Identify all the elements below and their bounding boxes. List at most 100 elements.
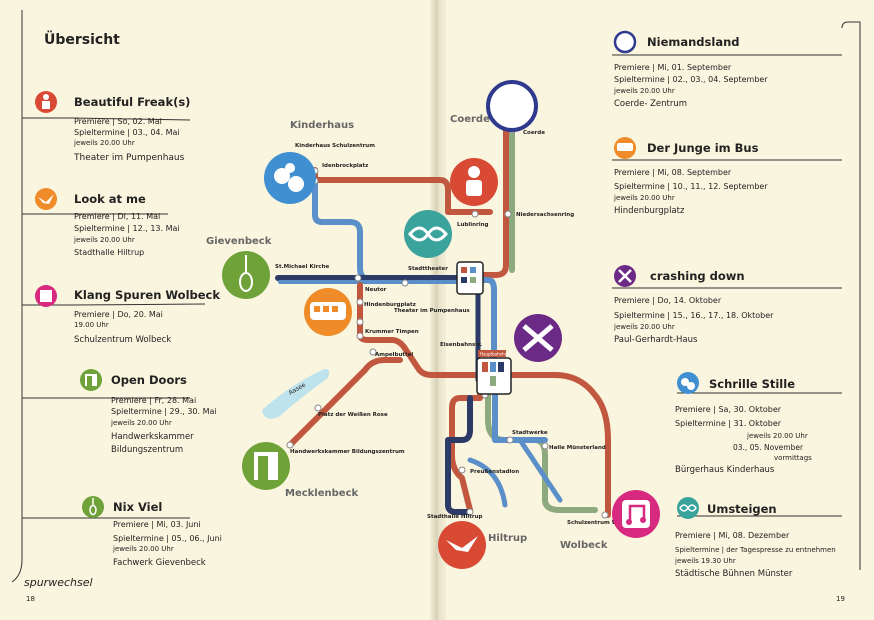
hands-icon <box>677 372 699 394</box>
event-title: crashing down <box>650 269 745 283</box>
hands-icon <box>264 152 316 204</box>
stop-ampelbuttel: Ampelbuttel <box>375 352 413 358</box>
event-venue: Paul-Gerhardt-Haus <box>614 335 698 345</box>
map-icons <box>222 80 660 569</box>
event-line: vormittags <box>774 454 812 462</box>
hauptbahnhof-label: Hauptbahnhof <box>480 352 509 357</box>
page-number-right: 19 <box>836 595 845 603</box>
event-beautiful-freaks: Beautiful Freak(s) Premiere | So, 02. Ma… <box>73 95 190 163</box>
event-line: Premiere | Mi, 08. September <box>614 168 732 177</box>
stop-labels: Kinderhaus Schulzentrum Idenbrockplatz C… <box>275 130 638 526</box>
event-title: Nix Viel <box>113 500 162 514</box>
stop-niedersachsenring: Niedersachsenring <box>516 212 574 218</box>
stop-stadttheater: Stadttheater <box>408 266 448 272</box>
page-gutter <box>430 0 446 620</box>
event-nix-viel: Nix Viel Premiere | Mi, 03. Juni Spielte… <box>112 500 222 568</box>
loop-icon <box>677 497 699 519</box>
area-hiltrup: Hiltrup <box>488 533 527 544</box>
stop-stadtwerke: Stadtwerke <box>512 430 548 436</box>
event-line: jeweils 20.00 Uhr <box>613 194 675 202</box>
hauptbahnhof-box: Hauptbahnhof <box>476 350 512 395</box>
stop-coerde: Coerde <box>523 130 545 136</box>
event-line: jeweils 19.30 Uhr <box>674 557 736 565</box>
stop-schulzentrum-wolbeck: Schulzentrum Wolbeck <box>567 520 638 526</box>
left-leader-lines <box>22 117 206 519</box>
event-line: jeweils 20.00 Uhr <box>613 87 675 95</box>
left-page <box>0 0 438 620</box>
stop-pumpenhaus: Theater im Pumpenhaus <box>394 308 470 314</box>
area-coerde: Coerde <box>450 114 490 125</box>
event-line: Premiere | So, 02. Mai <box>74 117 162 126</box>
stop-krummer-timpen: Krummer Timpen <box>365 329 419 335</box>
event-line: jeweils 20.00 Uhr <box>112 545 174 553</box>
stop-stadthalle-hiltrup: Stadthalle Hiltrup <box>427 514 483 520</box>
music-note-icon <box>612 490 660 538</box>
event-line: Spieltermine | 15., 16., 17., 18. Oktobe… <box>614 311 774 320</box>
ring-icon <box>613 30 637 54</box>
event-line: Premiere | Do, 20. Mai <box>74 310 163 319</box>
event-line: 19.00 Uhr <box>74 321 109 329</box>
event-line: Spieltermine | 29., 30. Mai <box>111 407 217 416</box>
event-line: Spieltermine | 10., 11., 12. September <box>614 182 768 191</box>
noose-icon <box>82 496 104 518</box>
event-line: 03., 05. November <box>733 443 804 452</box>
right-margin-line <box>841 21 861 570</box>
event-line: Spieltermine | 05., 06., Juni <box>113 534 222 543</box>
event-title: Klang Spuren Wolbeck <box>74 288 220 302</box>
stop-idenbrockplatz: Idenbrockplatz <box>322 163 368 169</box>
event-venue: Coerde- Zentrum <box>614 99 687 109</box>
area-wolbeck: Wolbeck <box>560 540 608 551</box>
woman-icon <box>450 158 498 206</box>
area-kinderhaus: Kinderhaus <box>290 120 354 131</box>
event-line: jeweils 20.00 Uhr <box>73 139 135 147</box>
right-event-icons <box>613 30 699 519</box>
stop-kinderhaus-schulzentrum: Kinderhaus Schulzentrum <box>295 143 375 149</box>
door-icon <box>242 442 290 490</box>
ring-icon <box>486 80 538 132</box>
event-venue: Hindenburgplatz <box>614 206 685 216</box>
stop-hindenburgplatz: Hindenburgplatz <box>364 302 416 308</box>
loop-icon <box>404 210 452 258</box>
stop-st-michael: St.Michael Kirche <box>275 264 329 270</box>
event-line: Premiere | Do, 14. Oktober <box>614 296 722 305</box>
event-venue: Städtische Bühnen Münster <box>675 569 793 579</box>
event-look-at-me: Look at me Premiere | Di, 11. Mai Spielt… <box>73 192 180 257</box>
event-venue: Stadthalle Hiltrup <box>74 248 144 257</box>
left-margin-line <box>11 10 23 583</box>
bus-icon <box>304 288 352 336</box>
event-line: Spieltermine | 12., 13. Mai <box>74 224 180 233</box>
event-line: Premiere | Di, 11. Mai <box>74 212 160 221</box>
event-line: Spieltermine | 31. Oktober <box>675 419 782 428</box>
area-labels: Kinderhaus Coerde Gievenbeck Mecklenbeck… <box>206 114 608 551</box>
event-line: Premiere | Mi, 08. Dezember <box>675 531 790 540</box>
page-number-left: 18 <box>26 595 35 603</box>
door-icon <box>80 369 102 391</box>
woman-icon <box>35 91 57 113</box>
stop-handwerkskammer: Handwerkskammer Bildungszentrum <box>290 449 405 455</box>
event-line: jeweils 20.00 Uhr <box>613 323 675 331</box>
page-title: Übersicht <box>44 30 120 48</box>
event-venue: Schulzentrum Wolbeck <box>74 335 171 345</box>
event-line: Premiere | Mi, 03. Juni <box>113 520 201 529</box>
event-title: Der Junge im Bus <box>647 141 759 155</box>
bird-icon <box>438 521 486 569</box>
left-event-icons <box>35 91 104 518</box>
crossed-guns-icon <box>514 314 562 362</box>
event-line: jeweils 20.00 Uhr <box>110 419 172 427</box>
event-line: Spieltermine | der Tagespresse zu entneh… <box>675 546 836 554</box>
event-crashing-down: crashing down Premiere | Do, 14. Oktober… <box>613 269 774 345</box>
event-open-doors: Open Doors Premiere | Fr, 28. Mai Spielt… <box>110 373 217 455</box>
event-title: Open Doors <box>111 373 187 387</box>
event-klang-spuren: Klang Spuren Wolbeck Premiere | Do, 20. … <box>74 288 220 345</box>
event-venue: Bildungszentrum <box>111 445 183 455</box>
event-niemandsland: Niemandsland Premiere | Mi, 01. Septembe… <box>613 35 768 109</box>
event-title: Beautiful Freak(s) <box>74 95 190 109</box>
event-line: Spieltermine | 02., 03., 04. September <box>614 75 768 84</box>
event-title: Schrille Stille <box>709 377 795 391</box>
event-title: Umsteigen <box>707 502 777 516</box>
bus-icon <box>614 137 636 159</box>
event-venue: Bürgerhaus Kinderhaus <box>675 465 775 475</box>
event-venue: Theater im Pumpenhaus <box>73 153 185 163</box>
